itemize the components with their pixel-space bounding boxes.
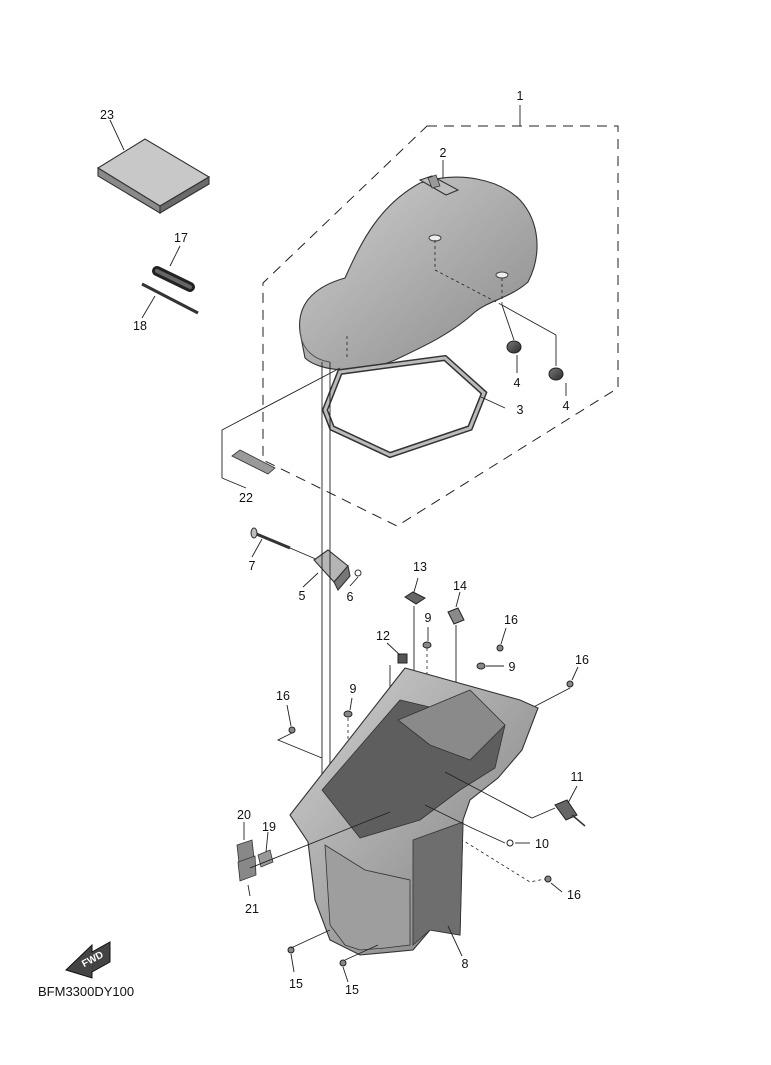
callout-18: 18	[133, 319, 147, 333]
part-5-seat-hinge	[313, 549, 351, 591]
callout-12: 12	[376, 629, 390, 643]
callout-3: 3	[517, 403, 524, 417]
callout-16d: 16	[567, 888, 581, 902]
part-12-bracket	[397, 653, 408, 664]
part-10-grommet	[506, 839, 514, 847]
callout-5: 5	[299, 589, 306, 603]
callout-15b: 15	[345, 983, 359, 997]
part-16-nut-a	[496, 644, 504, 652]
callout-7: 7	[249, 559, 256, 573]
callout-13: 13	[413, 560, 427, 574]
part-15-nut-b	[339, 959, 347, 967]
part-18-tool-rod	[141, 282, 199, 315]
callout-16b: 16	[575, 653, 589, 667]
part-4-damper-right	[548, 367, 564, 381]
part-16-nut-c	[288, 726, 296, 734]
callout-22: 22	[239, 491, 253, 505]
part-23-owners-manual	[96, 138, 211, 214]
callout-14: 14	[453, 579, 467, 593]
part-21-label	[237, 855, 257, 882]
callout-19: 19	[262, 820, 276, 834]
callout-17: 17	[174, 231, 188, 245]
part-9-bolt-a	[422, 641, 432, 649]
callout-16c: 16	[276, 689, 290, 703]
part-8-storage-tub	[289, 667, 539, 956]
fwd-arrow-icon: FWD	[65, 941, 111, 979]
part-1-seat	[299, 176, 538, 371]
callout-9c: 9	[350, 682, 357, 696]
part-3-seat-seal	[321, 354, 488, 459]
callout-4-left: 4	[514, 376, 521, 390]
part-15-nut-a	[287, 946, 295, 954]
callout-23: 23	[100, 108, 114, 122]
part-9-bolt-c	[343, 710, 353, 718]
callout-8: 8	[462, 957, 469, 971]
part-2-seat-latch	[418, 174, 460, 196]
diagram-code: BFM3300DY100	[38, 984, 134, 999]
callout-9a: 9	[425, 611, 432, 625]
assembly-1-boundary	[262, 125, 619, 527]
part-6-clip	[354, 569, 362, 577]
part-14-lock	[447, 607, 465, 625]
callout-10: 10	[535, 837, 549, 851]
part-19-label	[257, 849, 274, 868]
callout-11: 11	[571, 770, 584, 784]
part-16-nut-b	[566, 680, 574, 688]
callout-21: 21	[245, 902, 259, 916]
callout-4-right: 4	[563, 399, 570, 413]
callout-1: 1	[517, 89, 524, 103]
callout-15a: 15	[289, 977, 303, 991]
part-4-damper-left	[506, 340, 522, 354]
callout-6: 6	[347, 590, 354, 604]
part-17-tool-handle	[152, 266, 195, 292]
callout-2: 2	[440, 146, 447, 160]
callout-9b: 9	[509, 660, 516, 674]
part-16-nut-d	[544, 875, 552, 883]
callout-16a: 16	[504, 613, 518, 627]
callout-20: 20	[237, 808, 251, 822]
part-7-hinge-pin	[250, 527, 291, 550]
part-13-lock	[404, 591, 426, 605]
part-11-switch	[554, 799, 586, 827]
part-9-bolt-b	[476, 662, 486, 670]
part-22-caution-label	[231, 449, 276, 475]
